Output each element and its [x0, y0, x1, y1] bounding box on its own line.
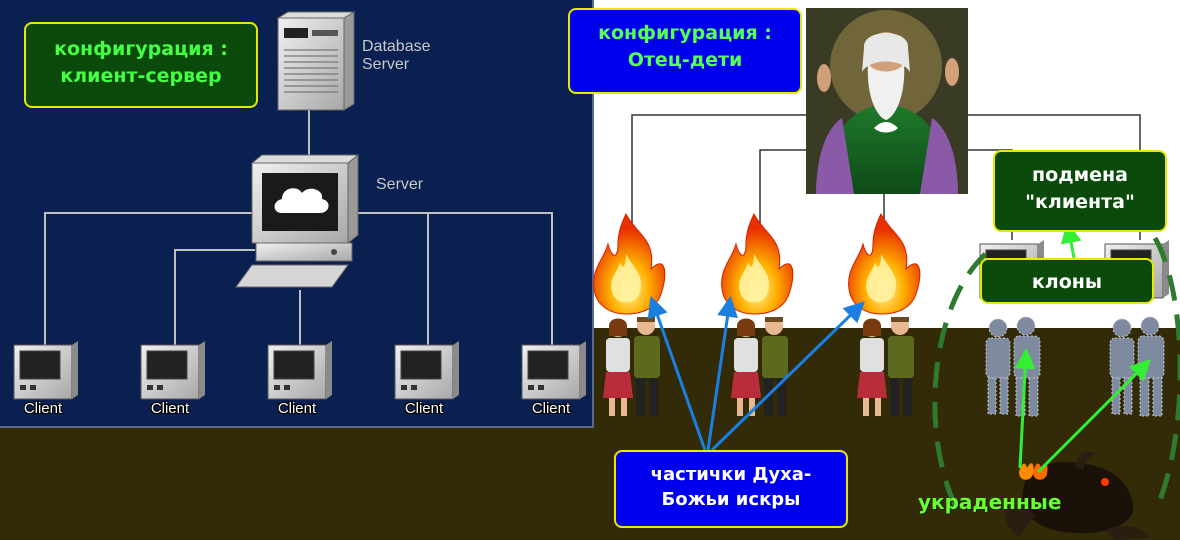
server-computer-icon	[235, 153, 360, 288]
demon-icon	[1005, 451, 1150, 540]
sparks-arrows	[647, 295, 866, 452]
client-replacement-label: подмена "клиента"	[993, 150, 1167, 232]
sparks-label: частички Духа- Божьи искры	[614, 450, 848, 528]
client-server-config-label: конфигурация : клиент-сервер	[24, 22, 258, 108]
database-server-label: Database Server	[362, 38, 431, 74]
stolen-label: украденные	[918, 490, 1062, 514]
client-label: Client	[404, 400, 444, 417]
server-label: Server	[376, 176, 424, 193]
client-label: Client	[531, 400, 571, 417]
client-label: Client	[23, 400, 63, 417]
network-lines	[44, 104, 553, 345]
icon-portrait	[806, 8, 968, 194]
father-children-config-label: конфигурация : Отец-дети	[568, 8, 802, 94]
database-server-icon	[276, 11, 356, 111]
client-label: Client	[277, 400, 317, 417]
couple-icon	[603, 317, 914, 416]
clones-label: клоны	[980, 258, 1154, 304]
fire-icon	[593, 213, 921, 315]
client-label: Client	[150, 400, 190, 417]
clone-silhouette-icon	[985, 316, 1165, 417]
client-computer-icon	[13, 340, 587, 400]
